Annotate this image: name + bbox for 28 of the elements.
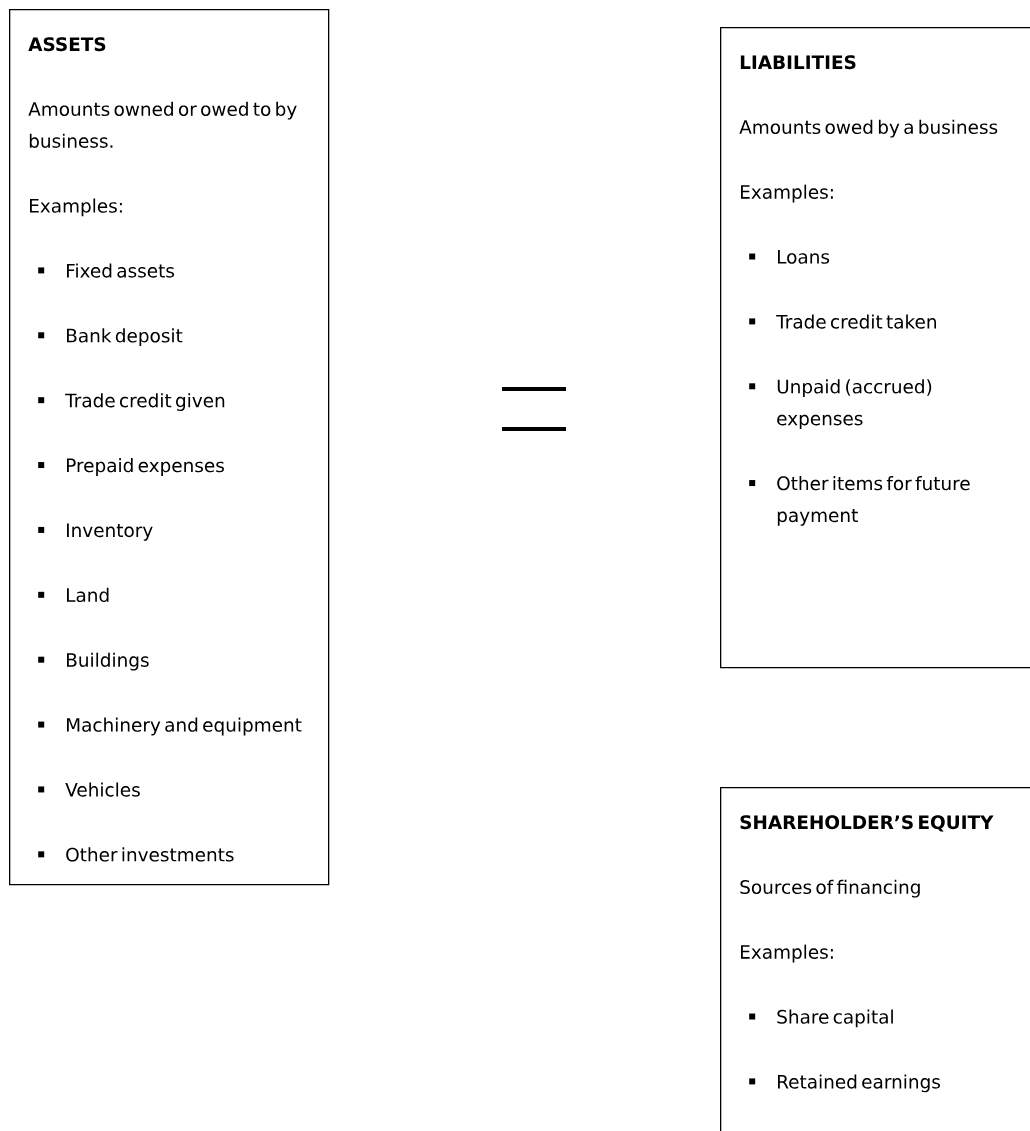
- bullet-item: Inventory: [38, 523, 153, 541]
- box-text: Sources of financing: [740, 879, 920, 898]
- text-box: [9, 9, 330, 886]
- box-heading: LIABILITIES: [740, 55, 856, 70]
- box-text: Amounts owed by a business: [739, 119, 998, 138]
- bullet-item: Loans: [749, 250, 830, 264]
- bullet-item: Land: [38, 587, 109, 603]
- text-box: [720, 787, 1030, 1131]
- box-text: Examples:: [30, 198, 122, 217]
- bullet-item: Buildings: [38, 652, 149, 671]
- box-text: Examples:: [741, 184, 833, 203]
- text-box: [720, 27, 1030, 669]
- bullet-item: Trade credit given: [38, 393, 225, 411]
- bullet-item: Share capital: [749, 1009, 893, 1028]
- bullet-item: Trade credit taken: [749, 314, 936, 329]
- bullet-item: Vehicles: [38, 782, 140, 797]
- bullet-item: Machinery and equipment: [38, 717, 302, 736]
- bullet-item: Other investments: [38, 847, 234, 862]
- bullet-item: Fixed assets: [38, 263, 175, 278]
- box-text: Amounts owned or owed to by business.: [28, 101, 297, 148]
- bullet-item: Unpaid (accrued) expenses: [749, 379, 932, 429]
- bullet-item: Retained earnings: [749, 1074, 940, 1093]
- bullet-item: Bank deposit: [38, 328, 183, 347]
- box-text: Examples:: [741, 944, 833, 963]
- bullet-item: Other items for future payment: [749, 476, 970, 526]
- box-heading: ASSETS: [28, 37, 106, 52]
- box-heading: SHAREHOLDER’S EQUITY: [740, 815, 994, 832]
- bullet-item: Prepaid expenses: [38, 458, 224, 476]
